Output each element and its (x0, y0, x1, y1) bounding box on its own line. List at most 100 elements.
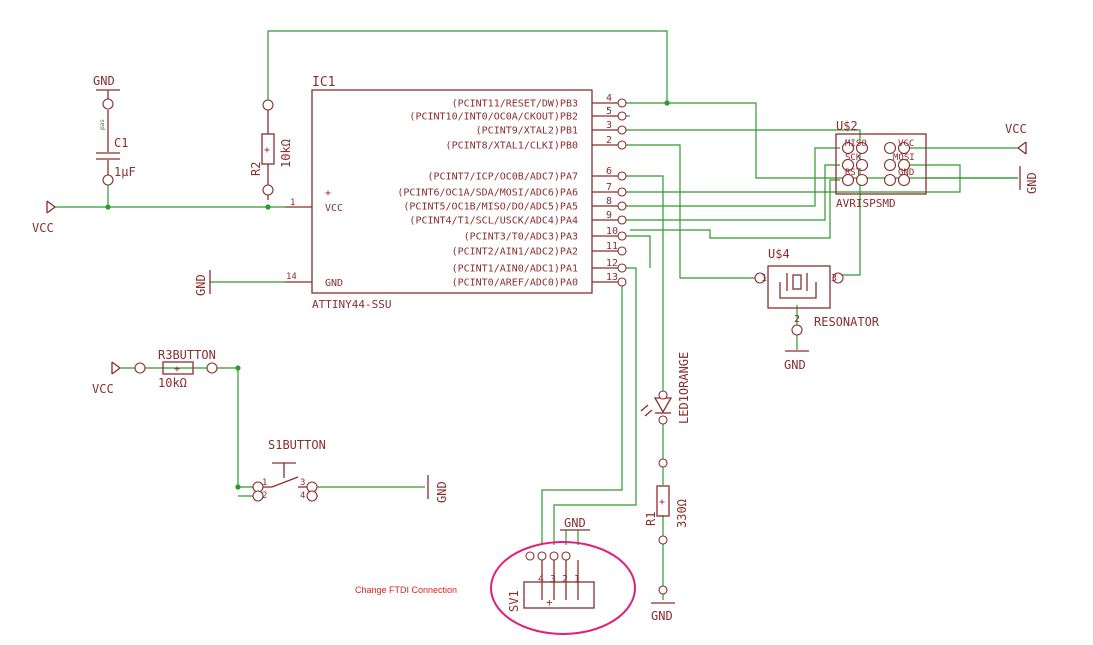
gnd-label-avrisp: GND (1025, 172, 1039, 194)
r3-plus: + (174, 364, 180, 375)
vcc-symbol-avrisp: VCC (1005, 122, 1027, 155)
s1-pin2: 2 (262, 491, 267, 501)
s1-pin1: 1 (262, 478, 267, 488)
ic1-pin-vcc-num: 1 (290, 198, 295, 208)
s1-ref: S1BUTTON (268, 438, 326, 452)
r1-ref: R1 (644, 512, 658, 526)
ic1-pin-end[interactable] (617, 231, 627, 241)
ic1-pin-label: (PCINT5/OC1B/MISO/DO/ADC5)PA5 (403, 202, 578, 213)
connector-sv1-ftdi[interactable]: + SV1 4 3 2 1 (507, 551, 595, 612)
ic1-pin-label: (PCINT6/OC1A/SDA/MOSI/ADC6)PA6 (397, 188, 578, 199)
u2-value: AVRISPSMD (836, 197, 896, 210)
gnd-label-switch: GND (435, 481, 449, 503)
ic1-pin-number: 8 (606, 196, 612, 207)
capacitor-c1[interactable]: C1 1μF pas (96, 98, 136, 186)
ic1-pin-end[interactable] (617, 171, 627, 181)
ic1-pin-end[interactable] (617, 263, 627, 273)
ic1-ref: IC1 (312, 75, 335, 90)
ic1-pin-number: 2 (606, 135, 612, 146)
sv1-pin4: 4 (538, 574, 544, 585)
led-value: LED1ORANGE (677, 352, 691, 424)
u4-ref: U$4 (768, 247, 790, 261)
ic1-pin-label: (PCINT3/T0/ADC3)PA3 (464, 232, 578, 243)
u4-pin1: 1 (761, 273, 767, 284)
ic1-pin-end[interactable] (617, 215, 627, 225)
ic1-pin-end[interactable] (617, 201, 627, 211)
r1-value: 330Ω (675, 499, 689, 528)
sv1-plus: + (546, 596, 553, 609)
ic1-pin-number: 11 (606, 241, 618, 252)
gnd-label-ftdi: GND (564, 516, 586, 530)
u2-pin-rst: RST (845, 168, 862, 178)
u2-pad[interactable] (897, 158, 911, 172)
ic1-pin-end[interactable] (617, 140, 627, 150)
u2-pad[interactable] (883, 158, 897, 172)
ic1-plus-mark: + (325, 188, 331, 199)
u2-pad[interactable] (883, 173, 897, 187)
ic1-pin-label: (PCINT7/ICP/OC0B/ADC7)PA7 (427, 172, 578, 183)
ic1-pin-label: (PCINT9/XTAL2)PB1 (476, 126, 578, 137)
gnd-label-ic1: GND (194, 274, 208, 296)
u2-pad[interactable] (841, 173, 855, 187)
u4-value: RESONATOR (814, 315, 880, 329)
ic1-gnd-label: GND (325, 278, 343, 289)
r2-value: 10kΩ (279, 139, 293, 168)
vcc-label-r3: VCC (92, 382, 114, 396)
u2-pin-vcc: VCC (898, 139, 914, 149)
ic1-pin-number: 7 (606, 182, 612, 193)
ic1-pin-end[interactable] (617, 98, 627, 108)
ic1-pin-end[interactable] (617, 187, 627, 197)
ic1-pin-label: (PCINT11/RESET/DW)PB3 (452, 99, 578, 110)
ic1-pin-number: 4 (606, 93, 612, 104)
r2-plus: + (264, 145, 270, 156)
sv1-pin3: 3 (550, 574, 556, 585)
u2-pad[interactable] (883, 141, 897, 155)
gnd-symbol-ftdi: GND (560, 516, 590, 531)
u2-pin-mosi: MOSI (893, 153, 915, 163)
vcc-symbol-r3: VCC (92, 361, 121, 396)
u2-pin-gnd: GND (898, 168, 914, 178)
ic1-pin-end[interactable] (617, 111, 627, 121)
u2-pad[interactable] (841, 141, 855, 155)
gnd-symbol-r1: GND (651, 602, 675, 623)
vcc-label-avrisp: VCC (1005, 122, 1027, 136)
c1-ref: C1 (114, 136, 128, 150)
ic1-symbol[interactable]: IC1 ATTINY44-SSU VCC GND + 1 14 (PCINT11… (285, 75, 627, 311)
ic1-pin-number: 12 (606, 258, 618, 269)
ic1-pin-label: (PCINT2/AIN1/ADC2)PA2 (452, 247, 578, 258)
resistor-r3button[interactable]: + R3BUTTON 10kΩ (134, 348, 218, 390)
resonator-u4[interactable]: U$4 RESONATOR 1 2 3 (754, 247, 880, 336)
connector-u2-avrisp[interactable]: U$2 AVRISPSMD MISO VCC SCK MOSI RST GND (835, 119, 927, 210)
resistor-r1[interactable]: + R1 330Ω (644, 458, 689, 595)
gnd-symbol-switch: GND (427, 475, 449, 503)
sv1-pin1: 1 (574, 574, 580, 585)
sv1-pin2: 2 (562, 574, 568, 585)
resistor-r2[interactable]: + R2 10kΩ (249, 99, 293, 200)
led-orange[interactable]: LED1ORANGE (640, 352, 691, 425)
u2-pin-miso: MISO (845, 139, 867, 149)
gnd-label-r1: GND (651, 609, 673, 623)
ic1-pin-label: (PCINT4/T1/SCL/USCK/ADC4)PA4 (409, 216, 578, 227)
ic1-pin-end[interactable] (617, 246, 627, 256)
gnd-symbol-resonator: GND (784, 350, 809, 372)
r3-ref: R3BUTTON (158, 348, 216, 362)
r2-ref: R2 (249, 162, 263, 176)
gnd-symbol-ic1: GND (194, 270, 211, 296)
u2-pad[interactable] (855, 173, 869, 187)
r3-value: 10kΩ (158, 376, 187, 390)
u2-pad[interactable] (897, 141, 911, 155)
u2-pad[interactable] (841, 158, 855, 172)
ic1-pin-end[interactable] (617, 125, 627, 135)
u2-pad[interactable] (897, 173, 911, 187)
u4-pin3: 3 (831, 273, 837, 284)
u2-pad[interactable] (855, 141, 869, 155)
switch-s1button[interactable]: S1BUTTON 1 2 3 4 (252, 438, 326, 502)
s1-pin4: 4 (300, 491, 305, 501)
ic1-pin-end[interactable] (617, 277, 627, 287)
ic1-pin-number: 3 (606, 120, 612, 131)
u2-pad[interactable] (855, 158, 869, 172)
ic1-vcc-label: VCC (325, 203, 343, 214)
gnd-label-resonator: GND (784, 358, 806, 372)
